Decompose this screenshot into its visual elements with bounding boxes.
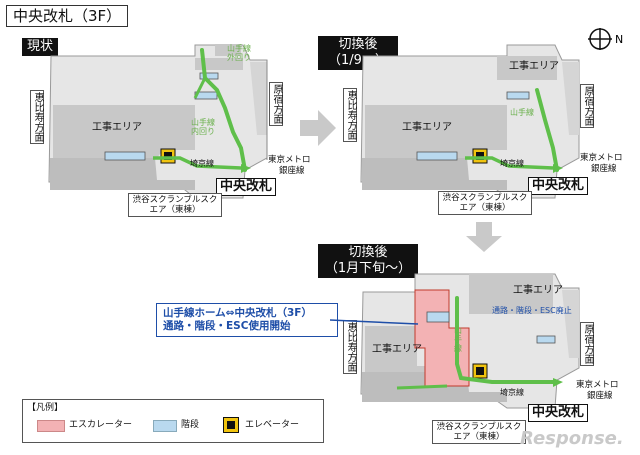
legend: 【凡例】 エスカレーター 階段 エレベーター (22, 399, 324, 443)
ginza-line-label-2: 銀座線 (591, 164, 617, 174)
tokyo-metro-label: 東京メトロ (268, 155, 311, 165)
construction-area-upper-label-3: 工事エリア (513, 285, 563, 296)
yamanote-line-label-2: 山手線 (510, 108, 534, 117)
construction-area-label-3: 工事エリア (372, 344, 422, 355)
callout-new-route: 山手線ホーム⇔中央改札（3F） 通路・階段・ESC使用開始 (156, 303, 338, 337)
ginza-line-label-3: 銀座線 (587, 391, 613, 401)
ginza-line-label: 銀座線 (279, 166, 305, 176)
harajuku-direction-label: 原宿方面 (269, 82, 283, 126)
ebisu-direction-label-2: 恵比寿方面 (343, 88, 357, 142)
construction-area-label-2: 工事エリア (402, 122, 452, 133)
elevator-icon (223, 417, 239, 433)
watermark-logo: Response. (520, 428, 624, 449)
panel-after2-line1: 切換後 (348, 245, 388, 260)
page-title: 中央改札（3F） (6, 5, 129, 27)
yamanote-outer-label: 山手線外回り (227, 44, 251, 62)
scramble-square-label-2: 渋谷スクランブルスクエア（東棟） (438, 191, 532, 215)
harajuku-direction-label-2: 原宿方面 (580, 84, 594, 128)
scramble-square-label: 渋谷スクランブルスクエア（東棟） (128, 193, 222, 217)
arrow-right-icon (300, 110, 336, 146)
harajuku-direction-label-3: 原宿方面 (580, 322, 594, 366)
svg-text:N: N (615, 33, 623, 46)
map-after2 (360, 273, 580, 409)
saikyo-line-label-3: 埼京線 (500, 388, 524, 397)
legend-escalator-swatch (37, 420, 65, 432)
legend-title: 【凡例】 (27, 403, 64, 413)
legend-escalator-label: エスカレーター (69, 420, 133, 430)
legend-stairs-swatch (153, 420, 177, 432)
panel-current-label: 現状 (22, 38, 59, 56)
callout-line2: 通路・階段・ESC使用開始 (163, 320, 291, 332)
map-after1 (360, 44, 580, 199)
tokyo-metro-label-2: 東京メトロ (580, 153, 623, 163)
legend-elevator-label: エレベーター (245, 420, 300, 430)
construction-area-label: 工事エリア (92, 122, 142, 133)
panel-after2-line2: （1月下旬～） (324, 261, 412, 276)
ebisu-direction-label: 恵比寿方面 (30, 90, 44, 144)
yamanote-line-label-3: 山手線 (454, 326, 462, 353)
saikyo-line-label: 埼京線 (190, 159, 214, 168)
map-current (48, 44, 268, 199)
construction-area-upper-label: 工事エリア (509, 61, 559, 72)
scramble-square-label-3: 渋谷スクランブルスクエア（東棟） (432, 420, 526, 444)
central-gate-label-2: 中央改札 (528, 177, 589, 195)
north-compass-icon: N (588, 28, 623, 50)
legend-stairs-label: 階段 (181, 420, 200, 430)
panel-after2-label: 切換後 （1月下旬～） (318, 244, 418, 278)
callout-pointer (330, 319, 419, 325)
central-gate-label-3: 中央改札 (528, 404, 589, 422)
central-gate-label: 中央改札 (216, 178, 277, 196)
saikyo-line-label-2: 埼京線 (500, 159, 524, 168)
callout-line1: 山手線ホーム⇔中央改札（3F） (163, 307, 312, 319)
yamanote-inner-label: 山手線内回り (191, 118, 215, 136)
arrow-down-icon (466, 222, 502, 252)
tokyo-metro-label-3: 東京メトロ (576, 380, 619, 390)
panel-after1-line1: 切換後 (338, 37, 378, 52)
stairs-closed-label: 通路・階段・ESC廃止 (492, 306, 572, 315)
